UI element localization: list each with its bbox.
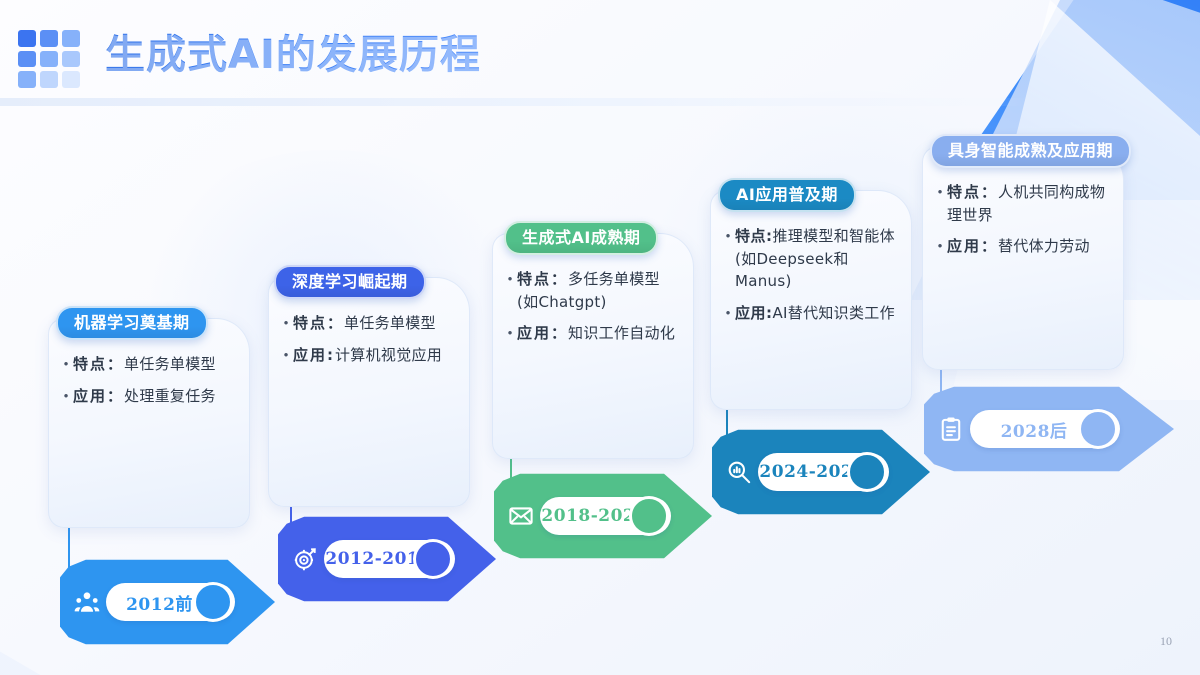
header-divider [0,98,1030,106]
period-knob-4 [847,452,887,492]
bullet-label: 特点： [517,270,569,288]
card-2-bullet-2: •应用:计算机视觉应用 [279,344,457,367]
grid-cell-5 [62,50,80,68]
grid-cell-6 [18,71,36,88]
card-1-bullet-2: •应用：处理重复任务 [59,385,237,408]
grid-cell-2 [62,30,80,47]
grid-cell-7 [40,71,58,88]
bullet-dot-icon: • [63,356,69,371]
bullet-value: 单任务单模型 [124,355,216,373]
timeline-card-4[interactable]: •特点:推理模型和智能体(如Deepseek和Manus)•应用:AI替代知识类… [710,190,912,410]
bullet-dot-icon: • [283,346,289,362]
card-body-1: •特点：单任务单模型•应用：处理重复任务 [49,319,249,430]
grid-cell-8 [62,71,80,88]
card-body-4: •特点:推理模型和智能体(如Deepseek和Manus)•应用:AI替代知识类… [711,191,911,347]
timeline-card-5[interactable]: • 特点：人机共同构成物理世界 • 应用：替代体力劳动 [922,146,1124,370]
period-label-4: 2024-2028 [759,462,866,482]
users-icon [74,589,100,615]
card-body-2: •特点：单任务单模型•应用:计算机视觉应用 [269,278,469,389]
page-title: 生成式AI的发展历程 [105,22,481,80]
timeline-card-3[interactable]: • 特点：多任务单模型 (如Chatgpt) • 应用：知识工作自动化 [492,233,694,459]
card-1-bullet-1: • 特点：单任务单模型 [59,353,237,376]
card-tag-1[interactable]: 机器学习奠基期 [56,306,208,340]
card-tag-2[interactable]: 深度学习崛起期 [274,265,426,299]
bullet-value: 替代体力劳动 [998,237,1090,255]
card-2-bullet-1: • 特点：单任务单模型 [279,312,457,335]
bullet-dot-icon: • [937,184,943,199]
target-icon [292,546,318,572]
bullet-label: 特点： [293,314,345,332]
bullet-value: 人机共同构成物理世界 [947,183,1106,224]
bullet-label: 应用： [517,324,569,342]
bullet-value: 知识工作自动化 [568,324,676,342]
bullet-dot-icon: • [937,238,943,253]
grid-cell-4 [40,50,58,68]
bullet-label: 特点: [735,227,773,245]
bullet-label: 应用: [735,303,773,322]
search-chart-icon [726,459,752,485]
bullet-label: 特点： [947,183,999,201]
slide-header: 生成式AI的发展历程 [0,0,1200,106]
card-4-bullet-1: • 特点:推理模型和智能体(如Deepseek和Manus) [721,225,899,293]
bullet-dot-icon: • [507,271,513,286]
period-label-2: 2012-2018 [325,549,432,569]
bullet-value: AI替代知识类工作 [772,303,895,322]
card-tag-3[interactable]: 生成式AI成熟期 [504,221,659,255]
mail-icon [508,503,534,529]
card-tag-4[interactable]: AI应用普及期 [718,178,856,212]
card-tag-5[interactable]: 具身智能成熟及应用期 [930,134,1132,168]
bullet-dot-icon: • [63,387,69,403]
timeline-card-1[interactable]: •特点：单任务单模型•应用：处理重复任务 [48,318,250,528]
page-number: 10 [1160,634,1172,648]
bullet-value: 多任务单模型 (如Chatgpt) [517,270,660,311]
bullet-label: 应用: [293,345,335,364]
period-knob-1 [193,582,233,622]
bullet-dot-icon: • [283,315,289,330]
period-knob-2 [413,539,453,579]
bullet-dot-icon: • [507,325,513,340]
card-5-bullet-2: • 应用：替代体力劳动 [933,235,1111,258]
bullet-dot-icon: • [725,228,731,243]
clipboard-icon [938,416,964,442]
grid-3x3-icon [18,30,80,88]
bullet-label: 应用： [947,237,999,255]
card-5-bullet-1: • 特点：人机共同构成物理世界 [933,181,1111,226]
period-knob-5 [1078,409,1118,449]
card-3-bullet-2: • 应用：知识工作自动化 [503,322,681,345]
period-knob-3 [629,496,669,536]
grid-cell-1 [40,30,58,47]
grid-cell-0 [18,30,36,47]
period-label-5: 2028后 [1000,421,1068,442]
card-3-bullet-1: • 特点：多任务单模型 (如Chatgpt) [503,268,681,313]
card-body-3: • 特点：多任务单模型 (如Chatgpt) • 应用：知识工作自动化 [493,234,693,368]
bullet-label: 特点： [73,355,125,373]
period-label-3: 2018-2024 [541,506,648,526]
bullet-value: 推理模型和智能体(如Deepseek和Manus) [735,227,895,290]
grid-cell-3 [18,50,36,68]
bullet-dot-icon: • [725,304,731,320]
card-body-5: • 特点：人机共同构成物理世界 • 应用：替代体力劳动 [923,147,1123,281]
bullet-value: 单任务单模型 [344,314,436,332]
bullet-value: 处理重复任务 [124,386,216,405]
bullet-label: 应用： [73,386,125,405]
period-label-1: 2012前 [126,594,193,615]
bullet-value: 计算机视觉应用 [335,345,443,364]
timeline-card-2[interactable]: •特点：单任务单模型•应用:计算机视觉应用 [268,277,470,507]
card-4-bullet-2: •应用:AI替代知识类工作 [721,302,899,325]
